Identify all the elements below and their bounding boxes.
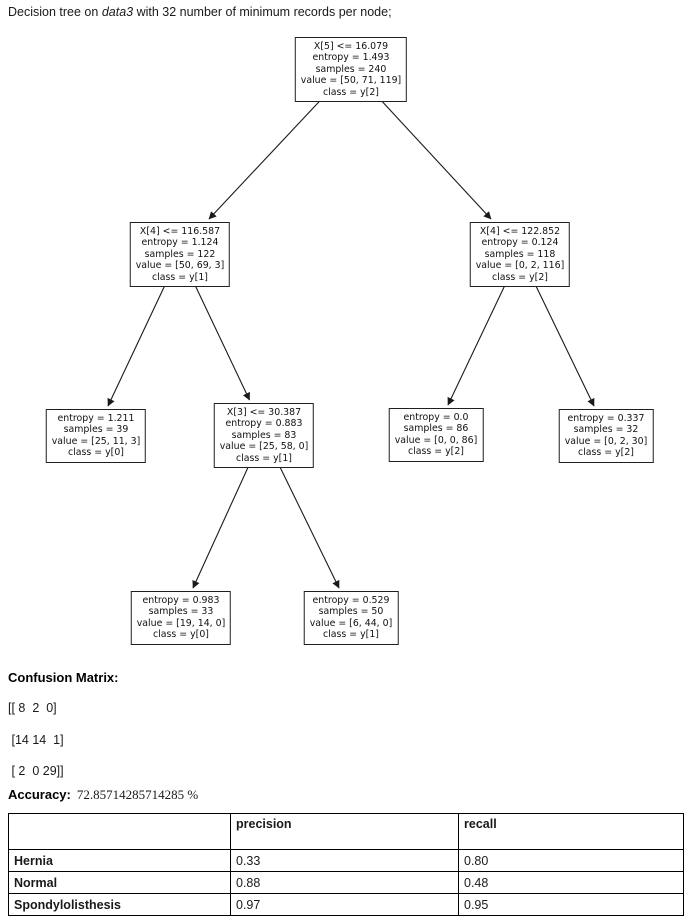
node-value: value = [50, 71, 119] (300, 75, 402, 87)
edge-d2split-leaf2 (277, 462, 340, 589)
node-value: value = [19, 14, 0] (136, 617, 226, 629)
node-entropy: entropy = 0.983 (142, 595, 220, 606)
node-split-rule: X[4] <= 122.852 (479, 226, 561, 237)
node-samples: samples = 240 (315, 63, 387, 75)
node-class: class = y[2] (578, 447, 634, 459)
header-recall: recall (458, 813, 684, 850)
node-value: value = [6, 44, 0] (309, 617, 393, 629)
accuracy-value: 72.85714285714285 % (76, 787, 199, 802)
normal-precision: 0.88 (230, 871, 459, 894)
table-row: Spondylolisthesis 0.97 0.95 (8, 893, 684, 916)
table-header-row: precision recall (8, 813, 684, 850)
row-label-spondylolisthesis: Spondylolisthesis (8, 893, 231, 916)
accuracy-line: Accuracy: 72.85714285714285 % (8, 787, 198, 803)
node-class: class = y[0] (68, 447, 124, 459)
node-samples: samples = 39 (63, 424, 129, 436)
edge-d1right-leaf4 (534, 283, 595, 407)
spondylolisthesis-recall: 0.95 (458, 893, 684, 916)
node-samples: samples = 50 (318, 606, 384, 618)
node-value: value = [25, 11, 3] (51, 435, 141, 447)
node-split-rule: X[5] <= 16.079 (313, 41, 389, 52)
page-title: Decision tree on data3 with 32 number of… (8, 5, 392, 19)
node-class: class = y[1] (152, 271, 208, 283)
edge-d2split-leaf1 (192, 462, 251, 589)
title-suffix: with 32 number of minimum records per no… (133, 5, 392, 19)
table-row: Hernia 0.33 0.80 (8, 849, 684, 872)
node-samples: samples = 86 (403, 423, 469, 435)
node-samples: samples = 118 (484, 248, 556, 260)
node-class: class = y[2] (408, 446, 464, 458)
edge-d1left-split (194, 283, 250, 401)
node-entropy: entropy = 0.0 (403, 412, 469, 423)
node-samples: samples = 33 (148, 606, 214, 618)
row-label-hernia: Hernia (8, 849, 231, 872)
node-entropy: entropy = 0.337 (567, 413, 645, 424)
node-class: class = y[2] (492, 271, 548, 283)
edge-root-right (377, 96, 492, 220)
node-samples: samples = 83 (231, 429, 297, 441)
node-entropy: entropy = 0.124 (481, 237, 559, 249)
node-split-rule: X[4] <= 116.587 (139, 226, 221, 237)
tree-node-depth3-leaf1: entropy = 0.983 samples = 33 value = [19… (130, 591, 232, 645)
node-entropy: entropy = 0.883 (225, 418, 303, 430)
decision-tree-figure: X[5] <= 16.079 entropy = 1.493 samples =… (45, 37, 654, 645)
node-entropy: entropy = 0.529 (312, 595, 390, 606)
confusion-matrix-row-3: [ 2 0 29]] (8, 764, 64, 778)
node-samples: samples = 32 (573, 424, 639, 436)
node-entropy: entropy = 1.493 (312, 52, 390, 64)
tree-node-depth1-left: X[4] <= 116.587 entropy = 1.124 samples … (129, 222, 231, 288)
title-dataset-name: data3 (101, 5, 134, 19)
header-blank (8, 813, 231, 850)
node-value: value = [25, 58, 0] (219, 441, 309, 453)
node-class: class = y[0] (153, 629, 209, 641)
confusion-matrix-heading: Confusion Matrix: (8, 670, 119, 685)
node-entropy: entropy = 1.211 (57, 413, 135, 424)
tree-node-depth2-leaf1: entropy = 1.211 samples = 39 value = [25… (45, 409, 147, 463)
tree-edges (107, 96, 595, 589)
node-value: value = [0, 0, 86] (394, 434, 478, 446)
hernia-precision: 0.33 (230, 849, 459, 872)
tree-node-root: X[5] <= 16.079 entropy = 1.493 samples =… (294, 37, 408, 103)
tree-node-depth2-leaf3: entropy = 0.0 samples = 86 value = [0, 0… (388, 408, 484, 462)
node-class: class = y[1] (323, 629, 379, 641)
node-value: value = [0, 2, 30] (564, 435, 648, 447)
node-split-rule: X[3] <= 30.387 (226, 407, 302, 418)
accuracy-label: Accuracy: (8, 787, 71, 802)
title-prefix: Decision tree on (8, 5, 102, 19)
metrics-table: precision recall Hernia 0.33 0.80 Normal… (8, 813, 684, 916)
node-class: class = y[1] (236, 452, 292, 464)
node-value: value = [50, 69, 3] (135, 260, 225, 272)
tree-node-depth2-leaf4: entropy = 0.337 samples = 32 value = [0,… (558, 409, 654, 463)
tree-node-depth3-leaf2: entropy = 0.529 samples = 50 value = [6,… (303, 591, 399, 645)
table-row: Normal 0.88 0.48 (8, 871, 684, 894)
row-label-normal: Normal (8, 871, 231, 894)
node-class: class = y[2] (323, 86, 379, 98)
hernia-recall: 0.80 (458, 849, 684, 872)
confusion-matrix-row-1: [[ 8 2 0] (8, 701, 57, 715)
node-entropy: entropy = 1.124 (141, 237, 219, 249)
normal-recall: 0.48 (458, 871, 684, 894)
node-value: value = [0, 2, 116] (475, 260, 565, 272)
tree-node-depth1-right: X[4] <= 122.852 entropy = 0.124 samples … (469, 222, 571, 288)
spondylolisthesis-precision: 0.97 (230, 893, 459, 916)
confusion-matrix-row-2: [14 14 1] (8, 733, 64, 747)
tree-node-depth2-split: X[3] <= 30.387 entropy = 0.883 samples =… (213, 403, 315, 469)
header-precision: precision (230, 813, 459, 850)
edge-d1right-leaf3 (447, 283, 506, 406)
edge-root-left (208, 96, 324, 220)
node-samples: samples = 122 (144, 248, 216, 260)
edge-d1left-leaf1 (107, 283, 166, 407)
